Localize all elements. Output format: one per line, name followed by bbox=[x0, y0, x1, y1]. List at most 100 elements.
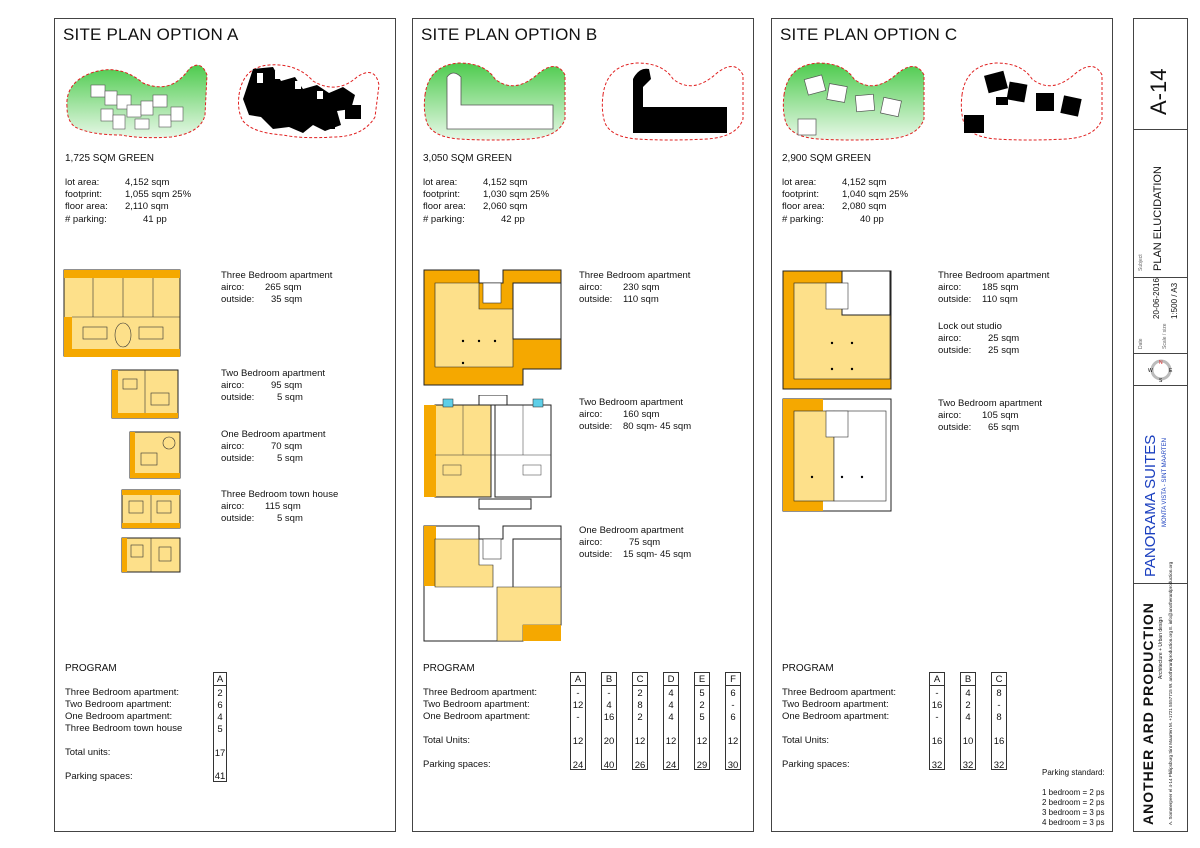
floor-plan-three-bedroom bbox=[423, 269, 562, 386]
scale: 1:500 / A3 bbox=[1170, 282, 1179, 319]
floor-plan-three-bedroom bbox=[782, 270, 892, 390]
program-label: One Bedroom apartment: bbox=[782, 711, 890, 722]
panel-option-c: SITE PLAN OPTION C 2,900 SQM GREEN lot a… bbox=[771, 18, 1113, 832]
stat-value: 2,110 sqm bbox=[125, 201, 169, 213]
panel-title: SITE PLAN OPTION C bbox=[780, 25, 958, 44]
apartment-name: Three Bedroom town house bbox=[221, 489, 339, 500]
site-stats: lot area:4,152 sqm footprint:1,055 sqm 2… bbox=[65, 177, 191, 226]
program-label: Total units: bbox=[65, 747, 111, 758]
stat-value: 1,040 sqm 25% bbox=[842, 189, 909, 201]
site-green-diagram bbox=[782, 62, 925, 141]
apartment-info: One Bedroom apartment airco:70 sqm outsi… bbox=[221, 429, 326, 465]
site-stats: lot area:4,152 sqm footprint:1,040 sqm 2… bbox=[782, 177, 908, 226]
panel-option-a: SITE PLAN OPTION A 1,725 SQM GREEN lot a… bbox=[54, 18, 396, 832]
program-label: Total Units: bbox=[423, 735, 470, 746]
date: 20-06-2016 bbox=[1152, 278, 1161, 319]
panel-title: SITE PLAN OPTION A bbox=[63, 25, 239, 44]
stat-value: 1,030 sqm 25% bbox=[483, 189, 550, 201]
apartment-info: Three Bedroom town house airco:115 sqm o… bbox=[221, 489, 339, 525]
site-green-diagram bbox=[423, 62, 566, 141]
program-title: PROGRAM bbox=[423, 663, 475, 674]
floor-plan-three-bedroom bbox=[63, 269, 181, 357]
program-label: Parking spaces: bbox=[423, 759, 491, 770]
program-label: One Bedroom apartment: bbox=[65, 711, 173, 722]
compass-icon: N E S W bbox=[1148, 359, 1173, 383]
program-label: Parking spaces: bbox=[65, 771, 133, 782]
floor-plan-town-house bbox=[121, 489, 181, 529]
apartment-name: Three Bedroom apartment bbox=[938, 270, 1050, 281]
stat-label: floor area: bbox=[782, 201, 825, 213]
program-label: Three Bedroom apartment: bbox=[65, 687, 180, 698]
svg-text:E: E bbox=[1169, 368, 1173, 374]
program-label: Total Units: bbox=[782, 735, 829, 746]
apartment-info: Three Bedroom apartment airco:265 sqm ou… bbox=[221, 270, 333, 306]
project-name: PANORAMA SUITES bbox=[1142, 434, 1159, 577]
site-stats: lot area: 4,152 sqm footprint: 1,030 sqm 2… bbox=[423, 177, 549, 226]
stat-label: footprint: bbox=[423, 189, 460, 201]
apartment-info: Three Bedroom apartment airco:185 sqm ou… bbox=[938, 270, 1050, 306]
floor-plan-two-bedroom bbox=[782, 398, 892, 512]
program-column: A 2 6 4 5 17 41 bbox=[213, 672, 227, 782]
site-footprint-diagram bbox=[601, 62, 744, 141]
stat-label: footprint: bbox=[782, 189, 819, 201]
stat-value: 1,055 sqm 25% bbox=[125, 189, 192, 201]
floor-plan-two-bedroom bbox=[111, 369, 179, 419]
apartment-name: One Bedroom apartment bbox=[221, 429, 326, 440]
svg-text:N: N bbox=[1159, 360, 1163, 366]
stat-label: # parking: bbox=[782, 213, 824, 225]
apartment-info: Lock out studio airco:25 sqm outside:25 … bbox=[938, 321, 1020, 357]
apartment-info: One Bedroom apartment airco:75 sqm outsi… bbox=[579, 525, 692, 561]
program-title: PROGRAM bbox=[65, 663, 117, 674]
firm-address: A. Sommerpeer el 4-14 Philipsburg Sint M… bbox=[1168, 561, 1173, 825]
green-area-label: 3,050 SQM GREEN bbox=[423, 153, 512, 164]
subject: PLAN ELUCIDATION bbox=[1152, 166, 1164, 271]
floor-plan-town-house-upper bbox=[121, 537, 181, 573]
program-label: One Bedroom apartment: bbox=[423, 711, 531, 722]
site-footprint-diagram bbox=[238, 64, 380, 139]
apartment-name: One Bedroom apartment bbox=[579, 525, 684, 536]
stat-value: 4,152 sqm bbox=[125, 177, 170, 188]
stat-value: 2,080 sqm bbox=[842, 201, 887, 213]
stat-value: 40 pp bbox=[860, 213, 884, 225]
program-label: Three Bedroom town house bbox=[65, 723, 183, 734]
stat-label: lot area: bbox=[423, 177, 458, 188]
svg-text:W: W bbox=[1148, 368, 1153, 374]
apartment-info: Three Bedroom apartment airco:230 sqm ou… bbox=[579, 270, 691, 306]
panel-title: SITE PLAN OPTION B bbox=[421, 25, 598, 44]
apartment-info: Two Bedroom apartment airco:95 sqm outsi… bbox=[221, 368, 326, 404]
floor-plan-two-bedroom bbox=[424, 395, 552, 510]
apartment-name: Lock out studio bbox=[938, 321, 1002, 332]
subject-label: Subject bbox=[1138, 254, 1144, 271]
stat-value: 4,152 sqm bbox=[483, 177, 528, 188]
firm-name: ANOTHER ARD PRODUCTION bbox=[1140, 602, 1156, 825]
apartment-name: Three Bedroom apartment bbox=[579, 270, 691, 281]
green-area-label: 1,725 SQM GREEN bbox=[65, 153, 154, 164]
green-area-label: 2,900 SQM GREEN bbox=[782, 153, 871, 164]
apartment-name: Two Bedroom apartment bbox=[221, 368, 326, 379]
parking-standard: Parking standard: 1 bedroom = 2 ps 2 bed… bbox=[1042, 768, 1105, 827]
floor-plan-one-bedroom bbox=[423, 525, 562, 642]
panel-option-b: SITE PLAN OPTION B 3,050 SQM GREEN lot a… bbox=[412, 18, 754, 832]
scale-label: Scale / size bbox=[1162, 323, 1168, 349]
program-label: Two Bedroom apartment: bbox=[782, 699, 889, 710]
program-label: Two Bedroom apartment: bbox=[423, 699, 530, 710]
date-label: Date bbox=[1138, 338, 1144, 349]
stat-label: # parking: bbox=[423, 213, 465, 225]
apartment-info: Two Bedroom apartment airco:160 sqm outs… bbox=[579, 397, 692, 433]
sheet-number: A-14 bbox=[1146, 68, 1171, 115]
site-footprint-diagram bbox=[960, 62, 1103, 141]
apartment-name: Two Bedroom apartment bbox=[938, 398, 1043, 409]
stat-value: 2,060 sqm bbox=[483, 201, 528, 213]
stat-label: lot area: bbox=[782, 177, 817, 188]
program-title: PROGRAM bbox=[782, 663, 834, 674]
program-label: Two Bedroom apartment: bbox=[65, 699, 172, 710]
stat-value: 41 pp bbox=[143, 213, 167, 225]
apartment-info: Two Bedroom apartment airco:105 sqm outs… bbox=[938, 398, 1043, 434]
